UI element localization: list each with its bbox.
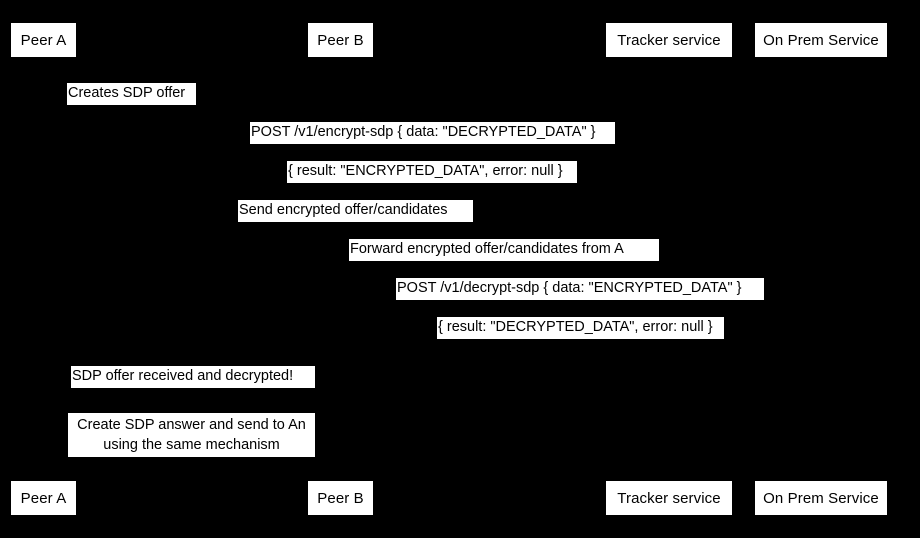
note-create-sdp-answer-line-1: Create SDP answer and send to An [77,417,306,433]
participant-head-peer-a-label: Peer A [20,31,67,49]
message-decrypt-sdp-request[interactable]: POST /v1/decrypt-sdp { data: "ENCRYPTED_… [396,278,764,300]
participant-foot-peer-a-label: Peer A [20,489,67,507]
message-forward-encrypted-offer[interactable]: Forward encrypted offer/candidates from … [349,239,659,261]
message-sdp-offer-received[interactable]: SDP offer received and decrypted! [71,366,315,388]
participant-foot-on-prem-label: On Prem Service [763,489,879,507]
arrow-encrypt-response [340,180,820,181]
lifeline-tracker [669,58,670,480]
participant-foot-tracker-label: Tracker service [617,489,721,507]
message-creates-sdp-offer-label: Creates SDP offer [68,85,186,101]
lifeline-on-prem [820,58,821,480]
message-decrypt-sdp-request-label: POST /v1/decrypt-sdp { data: "ENCRYPTED_… [397,280,742,296]
participant-head-peer-a[interactable]: Peer A [10,22,77,58]
participant-foot-tracker[interactable]: Tracker service [605,480,733,516]
note-create-sdp-answer-line-2: using the same mechanism [103,437,280,453]
message-encrypt-sdp-response-label: { result: "ENCRYPTED_DATA", error: null … [288,163,563,179]
participant-head-peer-b-label: Peer B [317,31,364,49]
participant-head-tracker-label: Tracker service [617,31,721,49]
message-forward-encrypted-offer-label: Forward encrypted offer/candidates from … [350,241,624,257]
message-send-encrypted-offer[interactable]: Send encrypted offer/candidates [238,200,473,222]
message-encrypt-sdp-request-label: POST /v1/encrypt-sdp { data: "DECRYPTED_… [251,124,596,140]
message-send-encrypted-offer-label: Send encrypted offer/candidates [239,202,448,218]
participant-head-tracker[interactable]: Tracker service [605,22,733,58]
message-decrypt-sdp-response-label: { result: "DECRYPTED_DATA", error: null … [438,319,713,335]
participant-foot-peer-b-label: Peer B [317,489,364,507]
message-encrypt-sdp-response[interactable]: { result: "ENCRYPTED_DATA", error: null … [287,161,577,183]
participant-head-on-prem[interactable]: On Prem Service [754,22,888,58]
participant-head-on-prem-label: On Prem Service [763,31,879,49]
participant-foot-peer-b[interactable]: Peer B [307,480,374,516]
lifeline-peer-b [340,58,341,480]
message-sdp-offer-received-label: SDP offer received and decrypted! [72,368,294,384]
message-encrypt-sdp-request[interactable]: POST /v1/encrypt-sdp { data: "DECRYPTED_… [250,122,615,144]
message-creates-sdp-offer[interactable]: Creates SDP offer [67,83,196,105]
participant-head-peer-b[interactable]: Peer B [307,22,374,58]
message-decrypt-sdp-response[interactable]: { result: "DECRYPTED_DATA", error: null … [437,317,724,339]
participant-foot-peer-a[interactable]: Peer A [10,480,77,516]
participant-foot-on-prem[interactable]: On Prem Service [754,480,888,516]
note-create-sdp-answer[interactable]: Create SDP answer and send to An using t… [68,413,315,457]
lifeline-peer-a [43,58,44,480]
